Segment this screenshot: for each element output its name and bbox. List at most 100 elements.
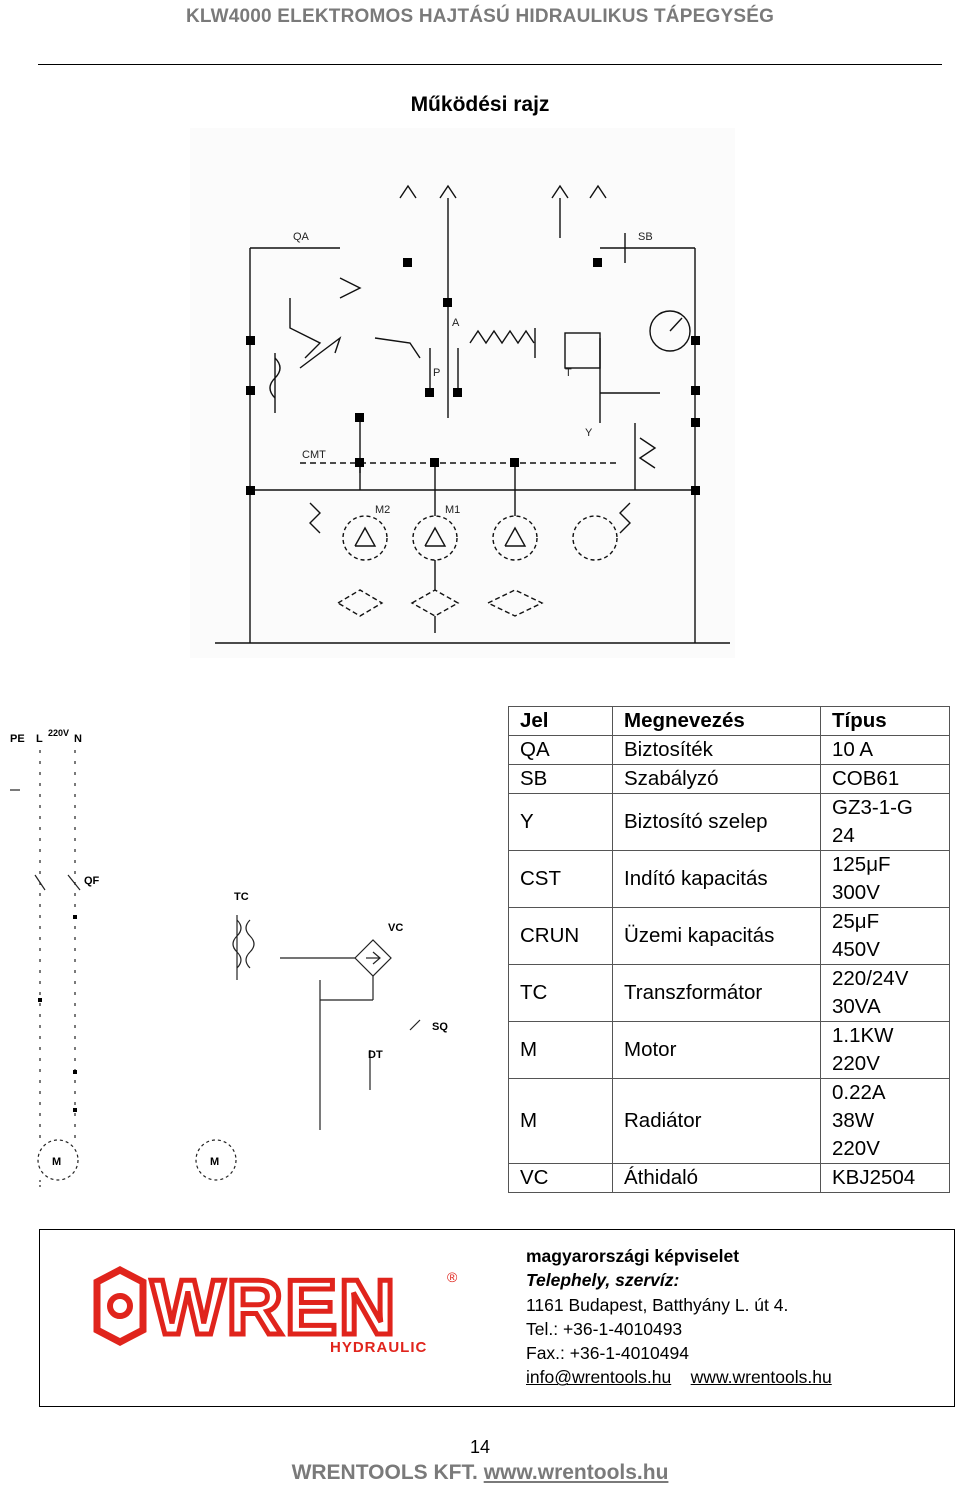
- legend-cell-tipus: COB61: [820, 764, 950, 794]
- legend-cell-megnevezes: Indító kapacitás: [612, 850, 821, 908]
- diagram-label-m1: M1: [445, 504, 460, 516]
- legend-cell-jel: M: [508, 1078, 613, 1164]
- legend-tipus-line: 1.1KW: [832, 1024, 894, 1047]
- contact-email-link[interactable]: info@wrentools.hu: [526, 1367, 672, 1388]
- contact-address: 1161 Budapest, Batthyány L. út 4.: [526, 1294, 789, 1315]
- legend-cell-tipus: KBJ2504: [820, 1163, 950, 1193]
- legend-cell-tipus: 10 A: [820, 735, 950, 765]
- wiring-label-qf: QF: [84, 875, 100, 887]
- diagram-label-y: Y: [585, 427, 593, 439]
- legend-tipus-line: 220V: [832, 1052, 880, 1075]
- legend-cell-tipus: 0.22A 38W 220V: [820, 1078, 950, 1164]
- wiring-label-pe: PE: [10, 733, 25, 745]
- diagram-label-cmt: CMT: [302, 449, 326, 461]
- header-divider: [38, 64, 942, 65]
- wiring-label-tc: TC: [234, 891, 249, 903]
- contact-representation: magyarországi képviselet: [526, 1246, 740, 1266]
- page-footer: WRENTOOLS KFT. www.wrentools.hu: [0, 1461, 960, 1485]
- legend-header-jel: Jel: [508, 706, 613, 736]
- diagram-label-a: A: [452, 317, 460, 329]
- contact-box: [39, 1229, 955, 1407]
- contact-phone: Tel.: +36-1-4010493: [526, 1318, 683, 1339]
- wren-logo-graphic: WREN ® HYDRAULIC: [93, 1261, 458, 1356]
- legend-cell-tipus: 1.1KW 220V: [820, 1021, 950, 1079]
- wiring-label-vc: VC: [388, 922, 403, 934]
- contact-info: magyarországi képviselet Telephely, szer…: [526, 1244, 832, 1390]
- legend-cell-jel: SB: [508, 764, 613, 794]
- legend-cell-tipus: 25μF 450V: [820, 907, 950, 965]
- logo-sub-text: HYDRAULIC: [330, 1339, 427, 1356]
- legend-cell-megnevezes: Biztosító szelep: [612, 793, 821, 851]
- legend-cell-megnevezes: Biztosíték: [612, 735, 821, 765]
- diagram-label-qa: QA: [293, 231, 310, 243]
- legend-cell-megnevezes: Szabályzó: [612, 764, 821, 794]
- wren-logo: WREN ® HYDRAULIC: [85, 1261, 465, 1362]
- legend-cell-megnevezes: Radiátor: [612, 1078, 821, 1164]
- legend-cell-jel: QA: [508, 735, 613, 765]
- logo-brand-text: WREN: [151, 1263, 397, 1351]
- legend-header-tipus: Típus: [820, 706, 950, 736]
- legend-cell-jel: CST: [508, 850, 613, 908]
- page-number: 14: [469, 1437, 491, 1457]
- wiring-label-m2: M: [210, 1156, 219, 1168]
- wiring-label-n: N: [74, 733, 82, 745]
- diagram-label-sb: SB: [638, 231, 653, 243]
- contact-web-link[interactable]: www.wrentools.hu: [690, 1367, 832, 1388]
- wiring-diagram-drawing: PE L 220V N QF TC VC SQ DT M M: [10, 728, 448, 1190]
- legend-cell-tipus: GZ3-1-G 24: [820, 793, 950, 851]
- diagram-label-p: P: [433, 367, 440, 379]
- legend-header-row: Jel Megnevezés Típus: [508, 706, 950, 736]
- legend-tipus-line: 125μF: [832, 853, 891, 876]
- legend-tipus-line: 25μF: [832, 910, 880, 933]
- hydraulic-diagram: QA SB Y A P T CMT M1 M2: [190, 128, 735, 658]
- legend-cell-megnevezes: Motor: [612, 1021, 821, 1079]
- contact-fax: Fax.: +36-1-4010494: [526, 1343, 689, 1364]
- legend-tipus-line: KBJ2504: [832, 1166, 916, 1189]
- contact-site-heading: Telephely, szervíz:: [526, 1270, 680, 1291]
- legend-tipus-line: 24: [832, 824, 855, 847]
- legend-cell-tipus: 125μF 300V: [820, 850, 950, 908]
- diagram-label-m2: M2: [375, 504, 390, 516]
- legend-cell-jel: VC: [508, 1163, 613, 1193]
- legend-header-megnevezes: Megnevezés: [612, 706, 821, 736]
- legend-cell-jel: M: [508, 1021, 613, 1079]
- legend-tipus-line: 10 A: [832, 738, 874, 761]
- legend-tipus-line: 300V: [832, 881, 880, 904]
- diagram-label-t: T: [565, 367, 572, 379]
- legend-cell-megnevezes: Üzemi kapacitás: [612, 907, 821, 965]
- wiring-label-m1: M: [52, 1156, 61, 1168]
- legend-cell-megnevezes: Áthidaló: [612, 1163, 821, 1193]
- legend-cell-jel: TC: [508, 964, 613, 1022]
- legend-tipus-line: 30VA: [832, 995, 881, 1018]
- legend-tipus-line: 38W: [832, 1109, 875, 1132]
- legend-tipus-line: 220/24V: [832, 967, 909, 990]
- section-title: Működési rajz: [410, 93, 550, 116]
- legend-cell-jel: Y: [508, 793, 613, 851]
- legend-cell-tipus: 220/24V 30VA: [820, 964, 950, 1022]
- wiring-diagram: PE L 220V N QF TC VC SQ DT M M: [0, 700, 470, 1200]
- wiring-label-sq: SQ: [432, 1021, 448, 1033]
- legend-tipus-line: 450V: [832, 938, 880, 961]
- legend-cell-megnevezes: Transzformátor: [612, 964, 821, 1022]
- page-header-title: KLW4000 ELEKTROMOS HAJTÁSÚ HIDRAULIKUS T…: [185, 6, 775, 27]
- footer-url-link[interactable]: www.wrentools.hu: [483, 1461, 669, 1484]
- hydraulic-diagram-drawing: QA SB Y A P T CMT M1 M2: [215, 184, 730, 644]
- wiring-label-dt: DT: [368, 1049, 383, 1061]
- legend-tipus-line: 220V: [832, 1137, 880, 1160]
- legend-tipus-line: GZ3-1-G: [832, 796, 913, 819]
- legend-cell-jel: CRUN: [508, 907, 613, 965]
- wiring-label-l: L: [36, 733, 43, 745]
- legend-tipus-line: 0.22A: [832, 1081, 886, 1104]
- legend-tipus-line: COB61: [832, 767, 900, 790]
